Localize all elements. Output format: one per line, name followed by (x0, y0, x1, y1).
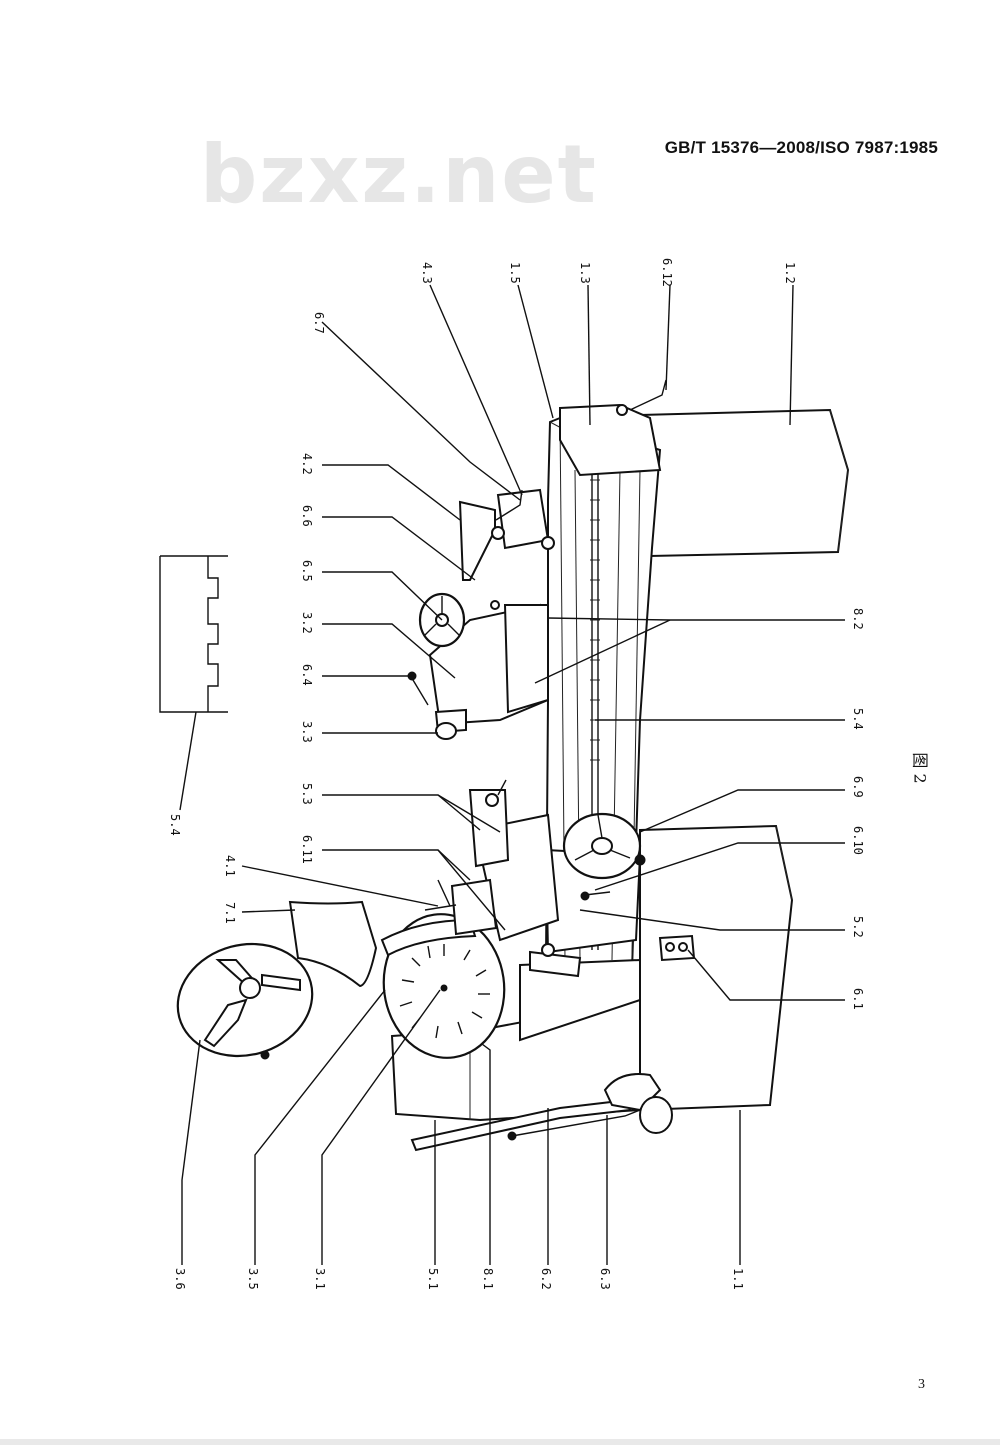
label-6-10: 6.10 (851, 826, 865, 855)
label-6-7: 6.7 (312, 312, 326, 334)
watermark: bzxz.net (200, 128, 598, 221)
label-3-3: 3.3 (300, 721, 314, 743)
label-4-3: 4.3 (420, 262, 434, 284)
label-3-1: 3.1 (313, 1268, 327, 1290)
chip-guard (288, 900, 378, 988)
label-5-1: 5.1 (426, 1268, 440, 1290)
label-6-3: 6.3 (598, 1268, 612, 1290)
label-1-2: 1.2 (783, 262, 797, 284)
brake-pedal-bar (410, 1098, 632, 1152)
label-4-1: 4.1 (223, 855, 237, 877)
label-1-1: 1.1 (731, 1268, 745, 1290)
label-8-1: 8.1 (481, 1268, 495, 1290)
label-3-2: 3.2 (300, 612, 314, 634)
control-rod (511, 1109, 641, 1137)
label-6-1: 6.1 (851, 988, 865, 1010)
steady-rest (458, 500, 496, 581)
label-6-4: 6.4 (300, 664, 314, 686)
bed-column (639, 824, 794, 1112)
leader-lines (179, 284, 845, 1265)
page-bottom-strip (0, 1439, 1000, 1445)
label-1-3: 1.3 (578, 262, 592, 284)
part-labels: 6.7 4.3 1.5 1.3 6.12 1.2 4.2 6.6 6.5 3.2… (168, 258, 865, 1290)
figure-caption: 图 2 (910, 752, 930, 784)
label-7-1: 7.1 (223, 902, 237, 924)
label-6-6: 6.6 (300, 505, 314, 527)
electrical-switch-box (658, 934, 696, 962)
label-1-5: 1.5 (508, 262, 522, 284)
tailstock-column (638, 408, 850, 558)
label-3-6: 3.6 (173, 1268, 187, 1290)
label-3-5: 3.5 (246, 1268, 260, 1290)
bed-slot-profile-detail (159, 555, 228, 713)
label-6-2: 6.2 (539, 1268, 553, 1290)
label-6-11: 6.11 (300, 835, 314, 864)
label-6-9: 6.9 (851, 776, 865, 798)
label-8-2: 8.2 (851, 608, 865, 630)
label-4-2: 4.2 (300, 453, 314, 475)
label-5-3: 5.3 (300, 783, 314, 805)
page-number: 3 (918, 1377, 925, 1392)
label-6-5: 6.5 (300, 560, 314, 582)
standard-code-header: GB/T 15376—2008/ISO 7987:1985 (664, 138, 938, 157)
label-5-2: 5.2 (851, 916, 865, 938)
label-6-12: 6.12 (660, 258, 674, 287)
tool-post (450, 878, 498, 936)
label-5-4-detail: 5.4 (168, 814, 182, 836)
label-5-4: 5.4 (851, 708, 865, 730)
